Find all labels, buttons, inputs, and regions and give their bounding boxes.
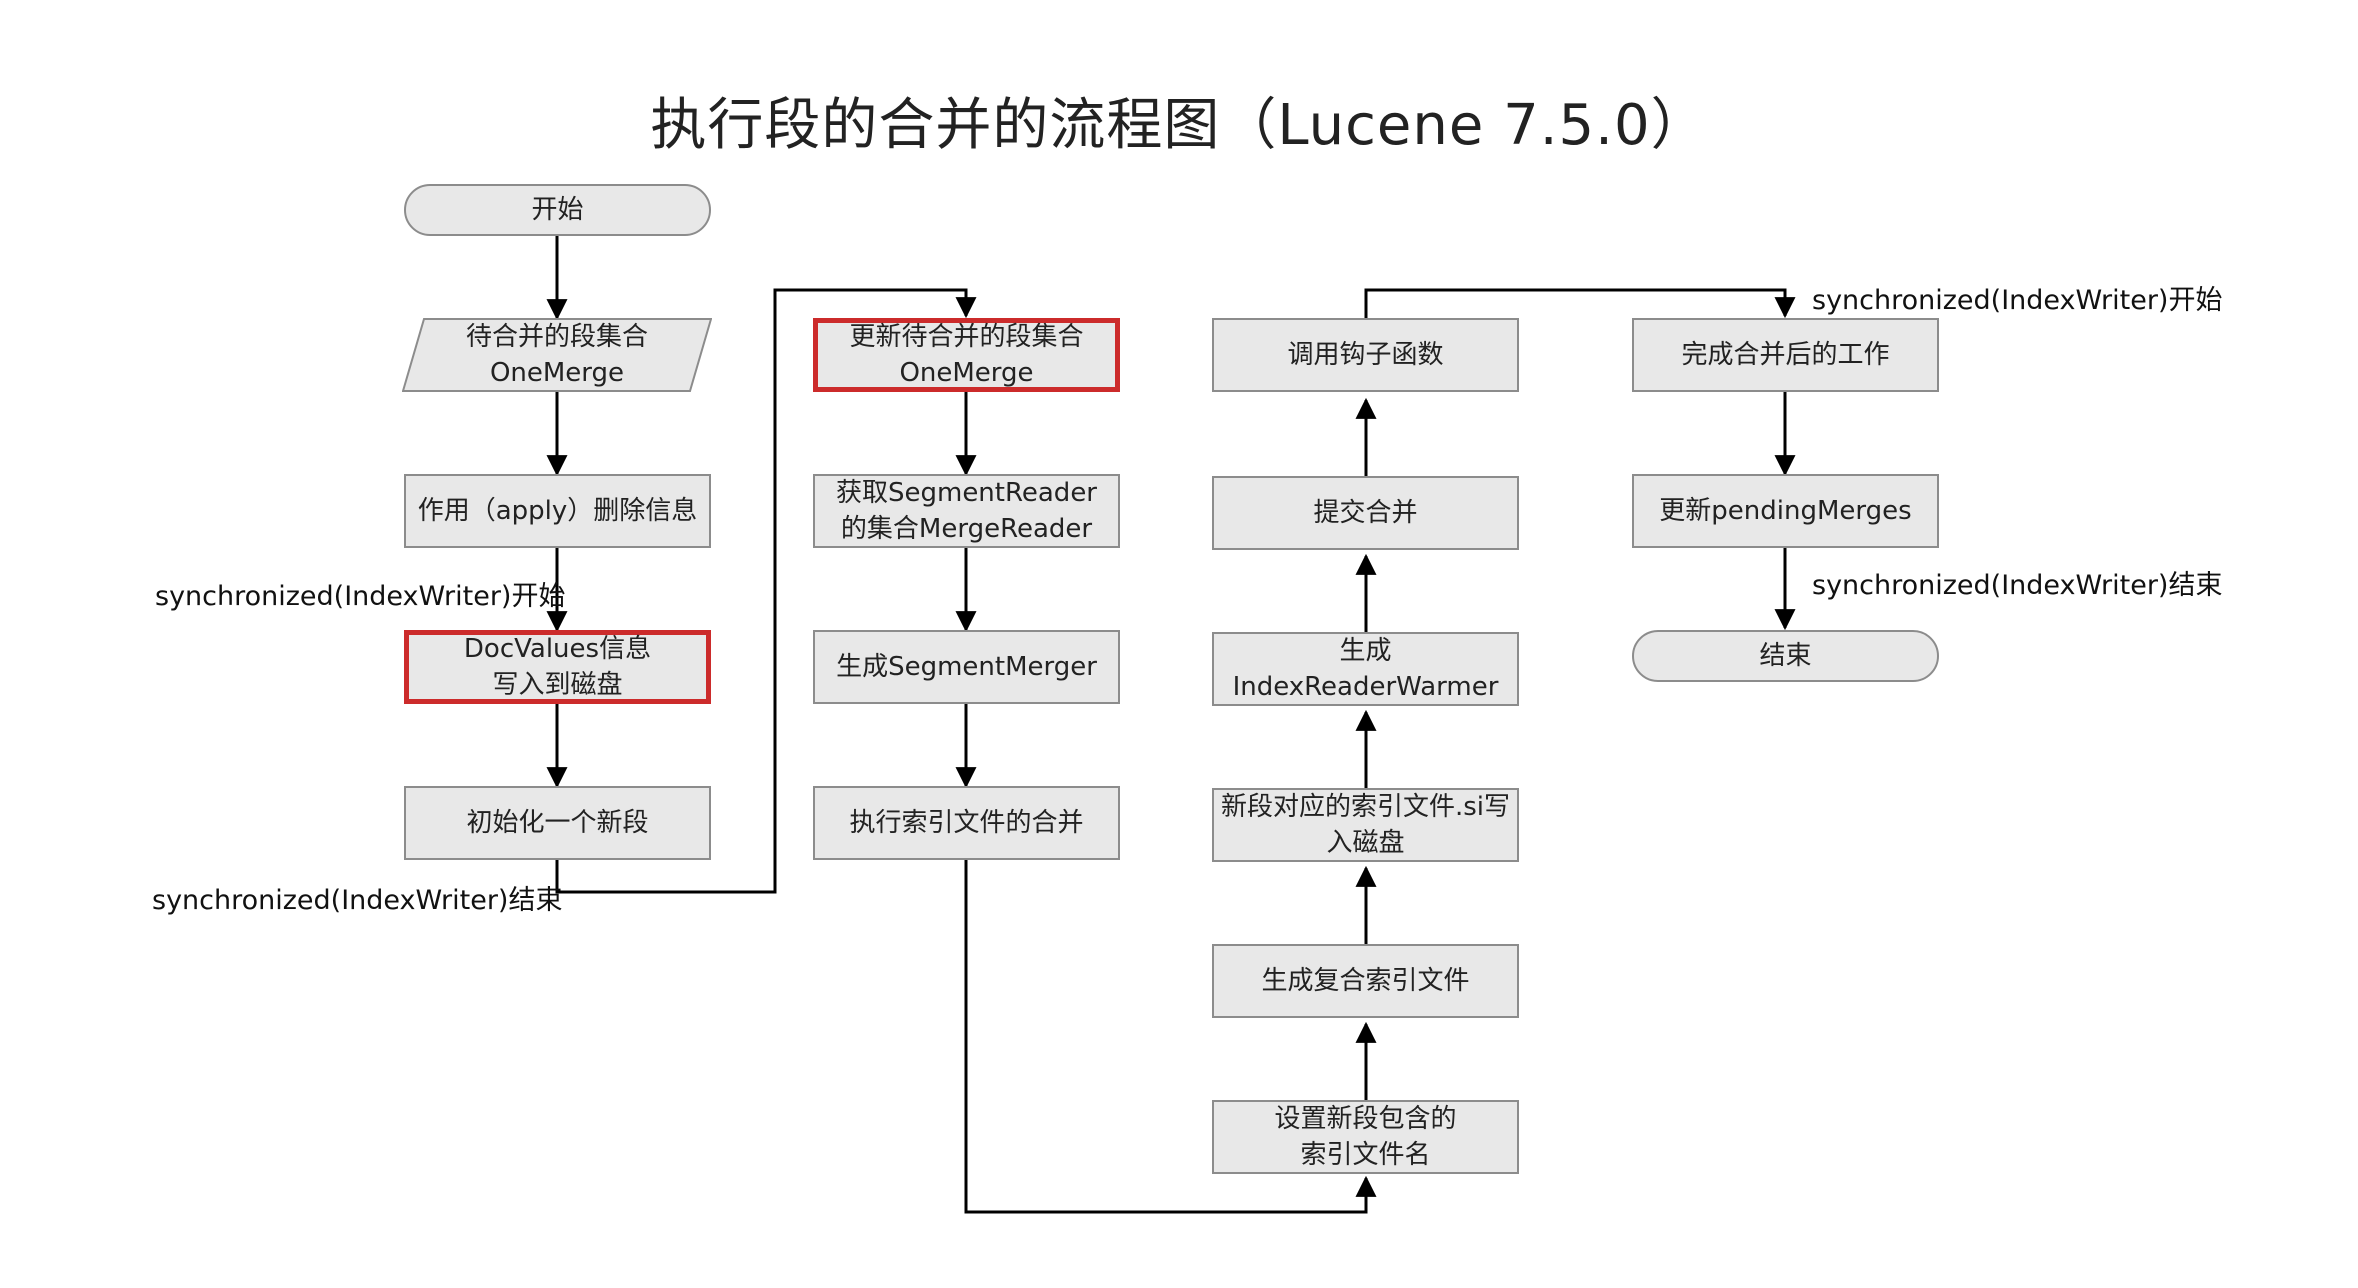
docvalues-line1: DocValues信息 [463,634,652,664]
arrow-hook-to-finish [1364,288,1796,319]
update-merges-node: 更新pendingMerges [1632,474,1939,548]
apply-deletes-node: 作用（apply）删除信息 [404,474,711,548]
update-pending-line2: OneMerge [899,358,1034,388]
gen-compound-node: 生成复合索引文件 [1212,944,1519,1018]
set-names-node: 设置新段包含的 索引文件名 [1212,1100,1519,1174]
arrow-exec-to-setnames [964,860,1377,1214]
sync-start-note-left: synchronized(IndexWriter)开始 [155,581,566,612]
end-node: 结束 [1632,630,1939,682]
finish-work-label: 完成合并后的工作 [1681,340,1890,370]
update-pending-node: 更新待合并的段集合 OneMerge [813,318,1120,392]
finish-work-node: 完成合并后的工作 [1632,318,1939,392]
commit-node: 提交合并 [1212,476,1519,550]
sync-start-note-right: synchronized(IndexWriter)开始 [1812,285,2223,316]
get-readers-line2: 的集合MergeReader [840,514,1093,544]
init-segment-label: 初始化一个新段 [466,808,649,838]
update-merges-label: 更新pendingMerges [1659,496,1912,526]
hook-label: 调用钩子函数 [1287,340,1444,370]
init-segment-node: 初始化一个新段 [404,786,711,860]
get-readers-line1: 获取SegmentReader [835,478,1098,508]
apply-deletes-label: 作用（apply）删除信息 [417,496,698,526]
update-pending-line1: 更新待合并的段集合 [849,322,1084,352]
exec-merge-node: 执行索引文件的合并 [813,786,1120,860]
start-node: 开始 [404,184,711,236]
pending-set-line2: OneMerge [489,358,625,388]
gen-compound-label: 生成复合索引文件 [1261,966,1470,996]
write-si-line2: 入磁盘 [1326,828,1405,858]
gen-warmer-label: 生成IndexReaderWarmer [1232,636,1499,702]
gen-merger-node: 生成SegmentMerger [813,630,1120,704]
gen-warmer-node: 生成IndexReaderWarmer [1212,632,1519,706]
get-readers-node: 获取SegmentReader 的集合MergeReader [813,474,1120,548]
arrow-init-to-update [555,288,977,894]
set-names-line2: 索引文件名 [1300,1140,1431,1170]
sync-end-note-right: synchronized(IndexWriter)结束 [1812,570,2223,601]
docvalues-node: DocValues信息 写入到磁盘 [404,630,711,704]
hook-node: 调用钩子函数 [1212,318,1519,392]
sync-end-note-left: synchronized(IndexWriter)结束 [152,885,563,916]
gen-merger-label: 生成SegmentMerger [836,652,1097,682]
docvalues-line2: 写入到磁盘 [492,670,623,700]
commit-label: 提交合并 [1313,498,1418,528]
write-si-line1: 新段对应的索引文件.si写 [1220,792,1511,822]
diagram-title: 执行段的合并的流程图（Lucene 7.5.0） [650,93,1708,158]
parallelogram-shape [402,318,712,392]
exec-merge-label: 执行索引文件的合并 [849,808,1084,838]
end-label: 结束 [1759,641,1812,671]
pending-set-line1: 待合并的段集合 [465,322,648,352]
start-label: 开始 [531,195,584,225]
set-names-line1: 设置新段包含的 [1274,1104,1457,1134]
pending-set-node: 待合并的段集合 OneMerge [402,318,712,392]
write-si-node: 新段对应的索引文件.si写 入磁盘 [1212,788,1519,862]
